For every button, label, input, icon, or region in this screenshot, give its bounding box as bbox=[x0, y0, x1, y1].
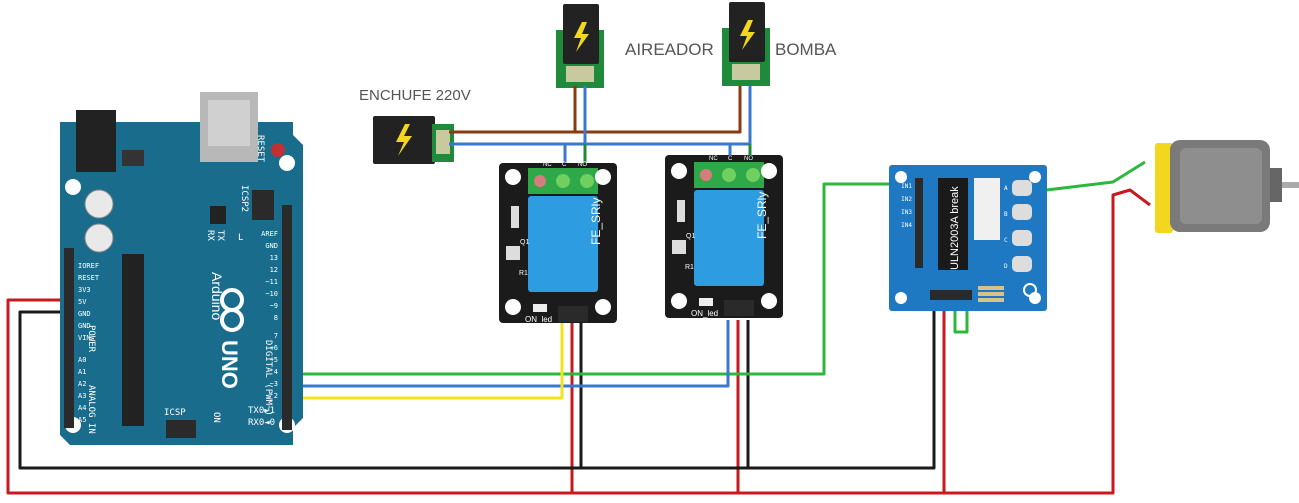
driver-outputs: A B C D bbox=[1004, 185, 1008, 270]
arduino-pin-label: 8 bbox=[274, 314, 278, 322]
driver-input-label: IN3 bbox=[901, 209, 912, 216]
arduino-pin-label: A0 bbox=[78, 356, 86, 364]
arduino-digital-label: DIGITAL (PWM~) bbox=[263, 340, 273, 416]
arduino-pin-label: 5V bbox=[78, 298, 87, 306]
arduino-rx-label: RX bbox=[205, 230, 215, 241]
arduino-l-label: L bbox=[238, 233, 243, 243]
arduino-analog-label: ANALOG IN bbox=[86, 385, 96, 434]
relay-2-label: FE_SRly bbox=[755, 192, 769, 239]
driver-output-label: D bbox=[1004, 263, 1008, 270]
arduino-pin-label: GND bbox=[78, 322, 91, 330]
arduino-pin-label: ~5 bbox=[270, 356, 278, 364]
arduino-mid-pins: 7 ~6 ~5 4 ~3 2 bbox=[270, 332, 278, 400]
pump-label: BOMBA bbox=[775, 40, 837, 59]
lightning-icon bbox=[396, 124, 412, 156]
arduino-pin-label: A1 bbox=[78, 368, 86, 376]
driver-input-label: IN2 bbox=[901, 196, 912, 203]
relay-1-q: Q1 bbox=[520, 239, 529, 246]
arduino-pin-label: ~3 bbox=[270, 380, 278, 388]
relay-1-led: ON_led bbox=[525, 315, 552, 324]
arduino-pin-label: A2 bbox=[78, 380, 86, 388]
arduino-pin-label: 13 bbox=[270, 254, 278, 262]
arduino-power-label: POWER bbox=[86, 325, 96, 353]
wires bbox=[6, 86, 1151, 495]
relay-2-c: C bbox=[728, 156, 733, 162]
arduino-brand: Arduino bbox=[209, 272, 225, 320]
arduino-pin-label: 4 bbox=[274, 368, 278, 376]
outlet-label: ENCHUFE 220V bbox=[359, 87, 471, 104]
arduino-model: UNO bbox=[217, 340, 242, 389]
arduino-pin-label: 2 bbox=[274, 392, 278, 400]
dc-motor bbox=[1155, 140, 1299, 233]
arduino-pin-label: AREF bbox=[261, 230, 278, 238]
arduino-pin-label: GND bbox=[265, 242, 278, 250]
arduino-rx-pin: RX0◄0 bbox=[248, 418, 275, 428]
relay-1-label: FE_SRly bbox=[589, 198, 603, 245]
arduino-top-pins: AREF GND 13 12 ~11 ~10 ~9 8 bbox=[261, 230, 278, 322]
arduino-tx-pin: TX0►1 bbox=[248, 406, 275, 416]
arduino-pin-label: 3V3 bbox=[78, 286, 91, 294]
pump-jack bbox=[722, 2, 770, 86]
relay-1-no: NO bbox=[578, 162, 587, 168]
arduino-pin-label: ~6 bbox=[270, 344, 278, 352]
relay-2: FE_SRly ON_led Q1 R1 NC C NO bbox=[665, 155, 783, 318]
driver-input-label: IN4 bbox=[901, 222, 912, 229]
outlet-jack bbox=[373, 116, 454, 164]
aerator-jack bbox=[556, 4, 604, 88]
arduino-pin-label: ~10 bbox=[265, 290, 278, 298]
relay-1-c: C bbox=[562, 162, 567, 168]
arduino-tx-label: TX bbox=[215, 230, 225, 241]
arduino-power-pins: IOREF RESET 3V3 5V GND GND VIN bbox=[78, 262, 100, 342]
arduino-pin-label: A5 bbox=[78, 416, 86, 424]
arduino-icsp2-label: ICSP2 bbox=[239, 185, 249, 212]
arduino-board: RESET ICSP2 TX RX L ON ICSP POWER ANALOG… bbox=[60, 92, 303, 445]
relay-1-nc: NC bbox=[543, 162, 552, 168]
relay-1-r: R1 bbox=[519, 270, 528, 277]
aerator-label: AIREADOR bbox=[625, 40, 714, 59]
arduino-pin-label: VIN bbox=[78, 334, 91, 342]
relay-2-nc: NC bbox=[709, 156, 718, 162]
relay-1: FE_SRly ON_led Q1 R1 NC C NO bbox=[499, 162, 617, 324]
arduino-icsp-label: ICSP bbox=[164, 408, 186, 418]
arduino-pin-label: 7 bbox=[274, 332, 278, 340]
arduino-pin-label: RESET bbox=[78, 274, 100, 282]
arduino-pin-label: ~11 bbox=[265, 278, 278, 286]
driver-output-label: B bbox=[1004, 211, 1008, 218]
relay-2-no: NO bbox=[744, 156, 753, 162]
reset-button-icon bbox=[271, 143, 285, 157]
arduino-pin-label: A3 bbox=[78, 392, 86, 400]
arduino-on-label: ON bbox=[211, 412, 221, 423]
driver-output-label: A bbox=[1004, 185, 1008, 192]
arduino-pin-label: GND bbox=[78, 310, 91, 318]
driver-chip-label: ULN2003A break bbox=[949, 186, 961, 270]
lightning-icon bbox=[740, 20, 755, 50]
arduino-reset-label: RESET bbox=[255, 135, 265, 163]
relay-2-r: R1 bbox=[685, 264, 694, 271]
arduino-pin-label: IOREF bbox=[78, 262, 99, 270]
relay-2-q: Q1 bbox=[686, 233, 695, 240]
lightning-icon bbox=[574, 22, 589, 52]
arduino-pin-label: A4 bbox=[78, 404, 86, 412]
driver-input-label: IN1 bbox=[901, 183, 912, 190]
arduino-pin-label: ~9 bbox=[270, 302, 278, 310]
driver-output-label: C bbox=[1004, 237, 1008, 244]
relay-2-led: ON_led bbox=[691, 309, 718, 318]
arduino-pin-label: 12 bbox=[270, 266, 278, 274]
